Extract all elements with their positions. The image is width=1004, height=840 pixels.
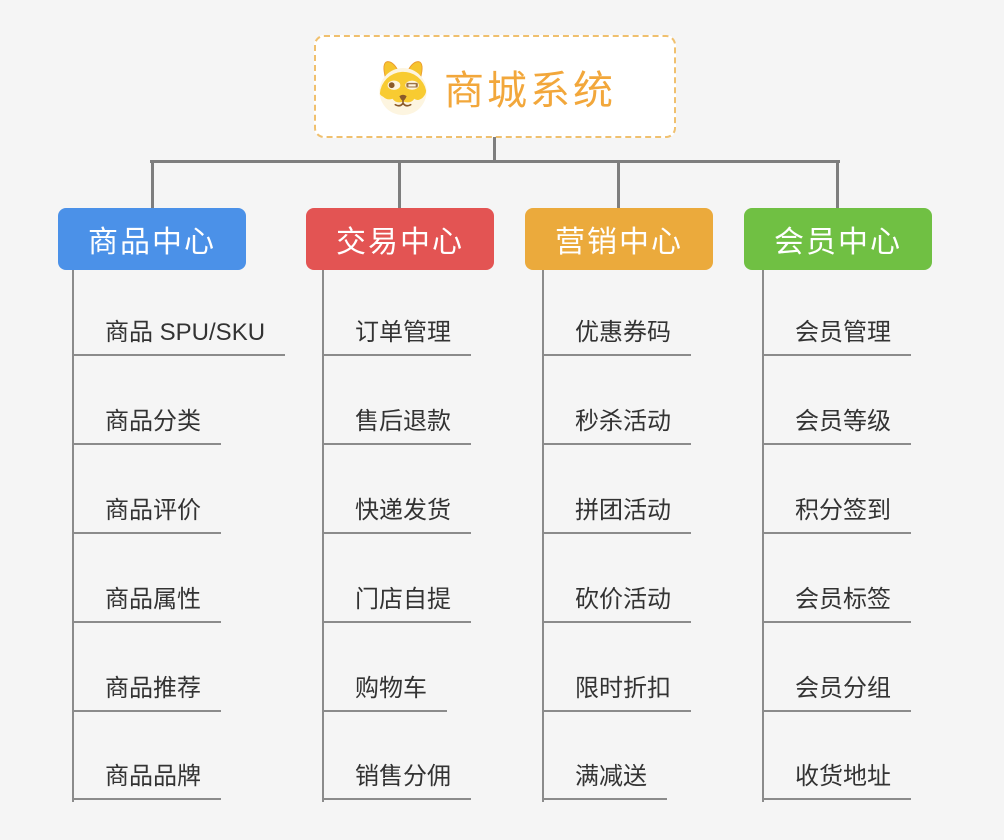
connector-horizontal bbox=[150, 160, 840, 163]
leaf-node[interactable]: 会员分组 bbox=[762, 674, 911, 712]
leaf-node[interactable]: 优惠券码 bbox=[542, 318, 691, 356]
leaf-node[interactable]: 商品品牌 bbox=[72, 762, 221, 800]
dog-face-icon bbox=[379, 60, 427, 115]
branch-node-members[interactable]: 会员中心 bbox=[744, 208, 932, 270]
leaf-node[interactable]: 限时折扣 bbox=[542, 674, 691, 712]
branch-node-trade[interactable]: 交易中心 bbox=[306, 208, 494, 270]
branch-node-products[interactable]: 商品中心 bbox=[58, 208, 246, 270]
connector-drop-members bbox=[836, 162, 839, 208]
leaf-node[interactable]: 订单管理 bbox=[322, 318, 471, 356]
leaf-node[interactable]: 拼团活动 bbox=[542, 496, 691, 534]
leaf-node[interactable]: 商品分类 bbox=[72, 407, 221, 445]
branch-node-marketing[interactable]: 营销中心 bbox=[525, 208, 713, 270]
leaf-node[interactable]: 商品属性 bbox=[72, 585, 221, 623]
leaf-node[interactable]: 销售分佣 bbox=[322, 762, 471, 800]
leaf-node[interactable]: 秒杀活动 bbox=[542, 407, 691, 445]
connector-drop-products bbox=[151, 162, 154, 208]
leaf-node[interactable]: 砍价活动 bbox=[542, 585, 691, 623]
branch-column-trade: 订单管理 售后退款 快递发货 门店自提 购物车 销售分佣 bbox=[322, 270, 552, 802]
leaf-node[interactable]: 商品评价 bbox=[72, 496, 221, 534]
leaf-node[interactable]: 积分签到 bbox=[762, 496, 911, 534]
leaf-node[interactable]: 收货地址 bbox=[762, 762, 911, 800]
leaf-node[interactable]: 快递发货 bbox=[322, 496, 471, 534]
root-node[interactable]: 商城系统 bbox=[314, 35, 676, 138]
leaf-node[interactable]: 商品 SPU/SKU bbox=[72, 318, 286, 356]
connector-root-stub bbox=[493, 137, 496, 162]
leaf-node[interactable]: 购物车 bbox=[322, 674, 447, 712]
leaf-node[interactable]: 满减送 bbox=[542, 762, 667, 800]
leaf-node[interactable]: 门店自提 bbox=[322, 585, 471, 623]
leaf-node[interactable]: 会员管理 bbox=[762, 318, 911, 356]
connector-drop-trade bbox=[398, 162, 401, 208]
leaf-node[interactable]: 会员等级 bbox=[762, 407, 911, 445]
root-title: 商城系统 bbox=[444, 68, 616, 113]
branch-column-marketing: 优惠券码 秒杀活动 拼团活动 砍价活动 限时折扣 满减送 bbox=[542, 270, 772, 802]
branch-column-products: 商品 SPU/SKU 商品分类 商品评价 商品属性 商品推荐 商品品牌 bbox=[72, 270, 302, 802]
connector-drop-marketing bbox=[617, 162, 620, 208]
leaf-node[interactable]: 售后退款 bbox=[322, 407, 471, 445]
leaf-node[interactable]: 商品推荐 bbox=[72, 674, 221, 712]
branch-column-members: 会员管理 会员等级 积分签到 会员标签 会员分组 收货地址 bbox=[762, 270, 992, 802]
leaf-node[interactable]: 会员标签 bbox=[762, 585, 911, 623]
